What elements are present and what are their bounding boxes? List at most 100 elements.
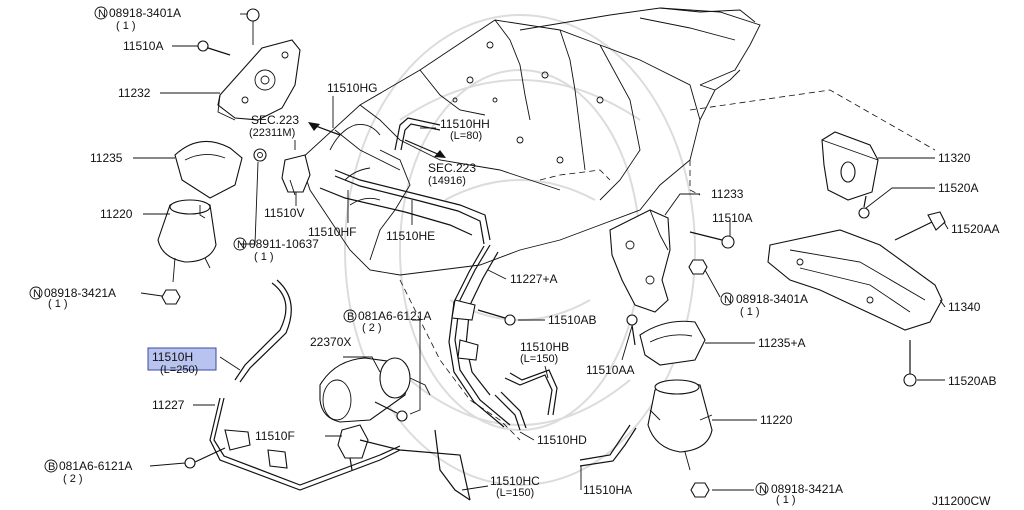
svg-text:(L=80): (L=80) — [450, 130, 482, 142]
label-11320[interactable]: 11320 — [938, 151, 971, 165]
label-b081A6-6121A-mid[interactable]: B 081A6-6121A ( 2 ) — [343, 309, 431, 334]
label-11510A-top[interactable]: 11510A — [123, 39, 163, 53]
svg-text:N: N — [759, 484, 767, 496]
label-n08918-3401A-mid[interactable]: N 08918-3401A ( 1 ) — [720, 292, 808, 318]
svg-text:(L=250): (L=250) — [160, 364, 198, 376]
diagram-code: J11200CW — [932, 494, 991, 508]
label-n08911-10637[interactable]: N 08911-10637 ( 1 ) — [233, 237, 319, 263]
svg-text:( 2 ): ( 2 ) — [63, 473, 83, 485]
svg-text:( 1 ): ( 1 ) — [116, 20, 136, 32]
crossmember-11340 — [767, 229, 943, 331]
label-11510HH[interactable]: 11510HH (L=80) — [440, 117, 490, 142]
label-11235[interactable]: 11235 — [90, 151, 123, 165]
label-11510HA[interactable]: 11510HA — [583, 483, 632, 497]
label-11220-left[interactable]: 11220 — [100, 207, 133, 221]
svg-text:08918-3401A: 08918-3401A — [736, 292, 808, 306]
nut-08918-3421A-right — [690, 482, 710, 498]
svg-text:SEC.223: SEC.223 — [428, 161, 476, 175]
svg-text:08918-3421A: 08918-3421A — [44, 286, 116, 300]
label-11235A[interactable]: 11235+A — [758, 336, 806, 350]
bolt-11510A-mid — [689, 231, 735, 249]
bolt-11510AA — [626, 314, 638, 346]
hose-11510HA — [579, 424, 637, 467]
bolt-11520A — [858, 195, 870, 219]
label-11340[interactable]: 11340 — [948, 300, 981, 314]
bracket-11233 — [609, 209, 671, 313]
sec223-arrows — [308, 122, 446, 158]
svg-text:N: N — [237, 239, 245, 251]
hose-11510H — [234, 279, 292, 383]
svg-text:( 2 ): ( 2 ) — [362, 322, 382, 334]
svg-text:(22311M): (22311M) — [249, 127, 295, 139]
label-11520A[interactable]: 11520A — [938, 181, 978, 195]
svg-text:08918-3401A: 08918-3401A — [109, 6, 181, 20]
label-n08918-3421A-right[interactable]: N 08918-3421A ( 1 ) — [755, 482, 843, 506]
svg-text:B: B — [48, 461, 55, 473]
label-11510AA[interactable]: 11510AA — [586, 363, 635, 377]
label-11510HB[interactable]: 11510HB (L=150) — [520, 340, 569, 365]
svg-text:11510HC: 11510HC — [490, 474, 540, 488]
label-11510HE[interactable]: 11510HE — [386, 229, 435, 243]
insulator-11220-left — [157, 199, 217, 283]
svg-text:11510HB: 11510HB — [520, 340, 569, 354]
svg-text:081A6-6121A: 081A6-6121A — [59, 459, 132, 473]
label-11510A-mid[interactable]: 11510A — [712, 211, 752, 225]
actuator-22370X — [319, 357, 431, 423]
vsv-11510V — [281, 140, 311, 196]
heat-shield-11235A — [639, 320, 706, 366]
nut-08918-3401A-top — [246, 8, 260, 45]
rear-mount-11320 — [821, 131, 879, 201]
svg-text:( 1 ): ( 1 ) — [48, 298, 68, 310]
hoses-11510HF-HE — [319, 129, 491, 245]
label-11510HD[interactable]: 11510HD — [537, 433, 587, 447]
label-sec223-14916[interactable]: SEC.223 (14916) — [428, 161, 476, 187]
label-11510HC[interactable]: 11510HC (L=150) — [490, 474, 540, 499]
label-n08918-3401A-top[interactable]: N 08918-3401A ( 1 ) — [94, 6, 181, 32]
engine-mount-bracket-11232 — [217, 39, 301, 121]
label-11227[interactable]: 11227 — [152, 398, 185, 412]
svg-text:11510H: 11510H — [152, 350, 193, 364]
label-11510HG[interactable]: 11510HG — [327, 81, 377, 95]
label-11233[interactable]: 11233 — [711, 187, 744, 201]
leader-lines — [133, 13, 949, 491]
hose-11510HD — [494, 391, 527, 431]
engine-block — [299, 7, 936, 441]
label-11510AB[interactable]: 11510AB — [548, 313, 597, 327]
svg-text:N: N — [724, 294, 732, 306]
label-11510V[interactable]: 11510V — [264, 206, 304, 220]
hose-11510HH — [394, 117, 441, 151]
svg-text:(L=150): (L=150) — [496, 487, 534, 499]
svg-text:B: B — [347, 311, 354, 323]
svg-text:( 1 ): ( 1 ) — [254, 251, 274, 263]
bolt-081A6-6121A-mid — [374, 401, 408, 422]
label-11510F[interactable]: 11510F — [255, 429, 295, 443]
svg-text:( 1 ): ( 1 ) — [740, 306, 760, 318]
tube-11227 — [209, 397, 401, 491]
valve-11510F — [337, 424, 471, 501]
label-b081A6-6121A-left[interactable]: B 081A6-6121A ( 2 ) — [44, 459, 132, 485]
svg-text:081A6-6121A: 081A6-6121A — [358, 309, 431, 323]
label-11520AB[interactable]: 11520AB — [948, 374, 997, 388]
washer-08911-10637 — [253, 148, 267, 162]
tubes-11227A — [448, 244, 511, 428]
label-11510H[interactable]: 11510H (L=250) — [152, 350, 198, 376]
label-11510HF[interactable]: 11510HF — [308, 225, 356, 239]
svg-text:11510HH: 11510HH — [440, 117, 490, 131]
label-sec223-22311M[interactable]: SEC.223 (22311M) — [249, 113, 299, 139]
svg-text:08911-10637: 08911-10637 — [249, 237, 319, 251]
svg-text:08918-3421A: 08918-3421A — [771, 482, 843, 496]
label-11220-right[interactable]: 11220 — [760, 413, 793, 427]
label-11232[interactable]: 11232 — [118, 86, 151, 100]
svg-text:( 1 ): ( 1 ) — [776, 494, 796, 506]
highlight-box-11510H — [147, 347, 217, 371]
label-11227A[interactable]: 11227+A — [510, 272, 558, 286]
label-n08918-3421A-left[interactable]: N 08918-3421A ( 1 ) — [29, 286, 116, 310]
heat-shield-11235 — [174, 140, 243, 199]
svg-text:(L=150): (L=150) — [520, 353, 558, 365]
label-11520AA[interactable]: 11520AA — [951, 222, 1000, 236]
label-22370X[interactable]: 22370X — [310, 335, 351, 349]
svg-text:N: N — [33, 288, 41, 300]
bolt-11510AB — [477, 309, 516, 326]
bolt-11520AA — [894, 211, 946, 241]
